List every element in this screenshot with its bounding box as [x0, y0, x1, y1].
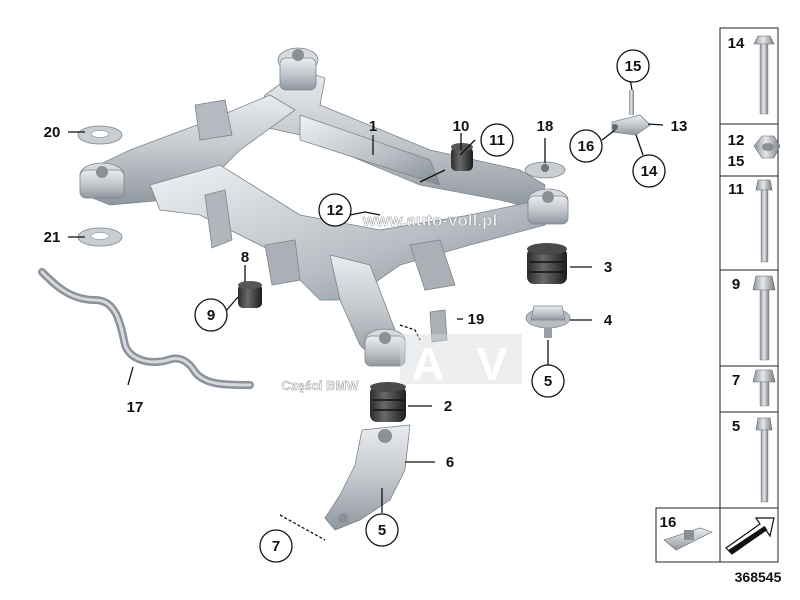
callout-4: 4: [604, 312, 613, 329]
callout-21: 21: [44, 229, 61, 246]
parts-cell-arrow: [719, 507, 779, 563]
subframe: [79, 47, 569, 367]
bolt-5-icon: [755, 417, 773, 503]
watermark-letter-v: V: [477, 338, 508, 390]
callout-3: 3: [604, 259, 612, 276]
callout-6: 6: [446, 454, 454, 471]
callout-14: 14: [641, 163, 658, 180]
callout-18: 18: [537, 118, 554, 135]
parts-label-11: 11: [728, 181, 744, 198]
watermark-box: [400, 334, 522, 384]
callout-15: 15: [625, 58, 642, 75]
diagram-number: 368545: [735, 569, 782, 585]
callout-2: 2: [444, 398, 452, 415]
callout-5a-circle: [531, 364, 565, 398]
bolt-9-icon: [752, 275, 776, 361]
parts-cell-16: [655, 507, 721, 563]
bolt-7-icon: [752, 369, 776, 407]
parts-column: 14 12 15 11 9 7 5: [655, 27, 782, 585]
parts-label-9: 9: [732, 276, 740, 293]
parts-label-14: 14: [728, 35, 745, 52]
parts-cell-11: [719, 175, 779, 271]
parts-label-12: 12: [728, 132, 745, 149]
washer-part-20: [77, 125, 123, 145]
rubber-mount-part-2: [370, 382, 406, 422]
watermark: www.auto-voll.pl A V Części BMW: [281, 211, 522, 393]
callout-9: 9: [207, 307, 215, 324]
callout-8: 8: [241, 249, 249, 266]
callout-14-circle: [632, 154, 666, 188]
callout-9-circle: [194, 298, 228, 332]
watermark-url: www.auto-voll.pl: [362, 211, 497, 230]
watermark-parts: Części BMW: [281, 378, 359, 393]
plate-part-18: [524, 161, 566, 179]
stabilizer-bar-part-17: [38, 268, 254, 389]
callout-5b-circle: [365, 513, 399, 547]
bushing-part-8: [238, 281, 262, 308]
parts-label-5: 5: [732, 418, 740, 435]
bracket-part-19: [429, 309, 448, 343]
callout-20: 20: [44, 124, 61, 141]
callouts: 1 10 11 18 20 21 12 8 9 3 4 5 19 2 6 5 7…: [44, 49, 688, 563]
callout-5b: 5: [378, 522, 386, 539]
brace-part-6: [324, 424, 411, 531]
callout-16: 16: [578, 138, 595, 155]
mount-plate-part-4: [525, 305, 571, 338]
callout-7-circle: [259, 529, 293, 563]
washer-part-21: [77, 227, 123, 247]
parts-label-15: 15: [728, 153, 745, 170]
callout-17: 17: [127, 399, 144, 416]
parts-label-7: 7: [732, 372, 740, 389]
callout-15-circle: [616, 49, 650, 83]
callout-11: 11: [489, 132, 505, 149]
bushing-part-10: [451, 143, 473, 171]
callout-11-circle: [480, 123, 514, 157]
callout-7: 7: [272, 538, 280, 555]
leader-lines: [68, 77, 664, 541]
rubber-mount-part-3: [527, 243, 567, 284]
callout-5a: 5: [544, 373, 552, 390]
callout-1: 1: [369, 118, 377, 135]
callout-13: 13: [671, 118, 688, 135]
callout-12: 12: [327, 202, 344, 219]
callout-16-circle: [569, 129, 603, 163]
bracket-part-13: [611, 90, 651, 136]
bolt-14-icon: [753, 35, 775, 115]
direction-arrow-icon: [725, 517, 775, 555]
clip-16-icon: [663, 527, 713, 551]
parts-label-16: 16: [660, 514, 677, 531]
callout-19: 19: [468, 311, 485, 328]
nut-12-icon: [753, 135, 781, 159]
callout-12-circle: [318, 193, 352, 227]
watermark-letter-a: A: [411, 338, 444, 390]
bolt-11-icon: [755, 179, 773, 263]
callout-10: 10: [453, 118, 470, 135]
